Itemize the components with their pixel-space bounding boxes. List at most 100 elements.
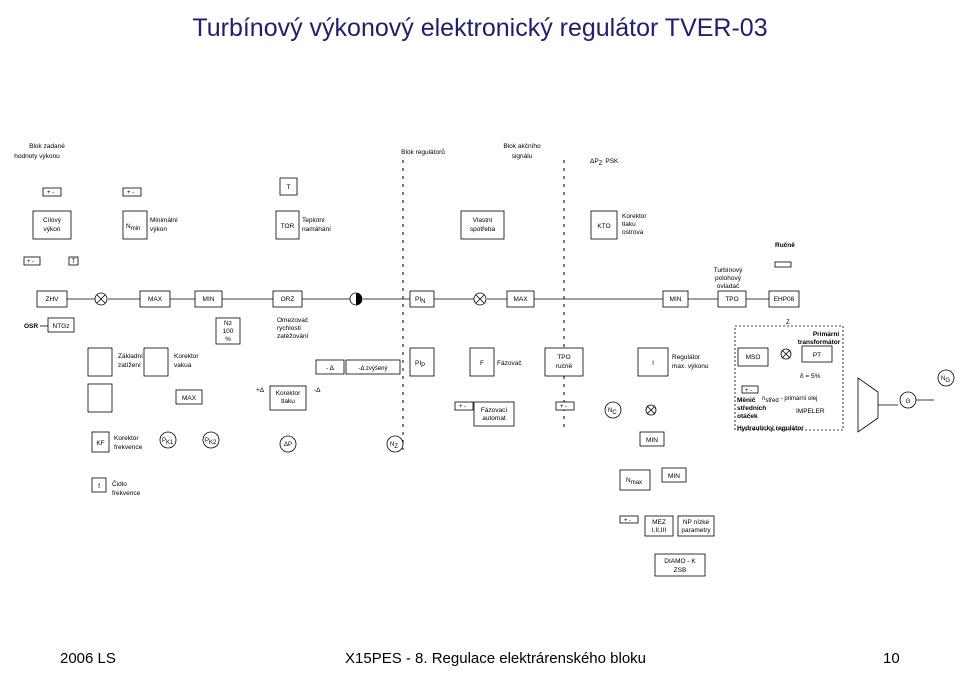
svg-text:Korektor: Korektor	[114, 435, 139, 442]
svg-text:ostrova: ostrova	[622, 229, 644, 236]
frequency-sensor-block	[91, 477, 107, 493]
svg-text:otáček: otáček	[737, 413, 758, 420]
nc-circle	[604, 401, 622, 419]
svg-text:100: 100	[223, 328, 234, 335]
svg-text:ZHV: ZHV	[46, 296, 60, 303]
nmin-block	[122, 210, 148, 240]
ehp08-block	[768, 290, 800, 308]
svg-text:+Δ: +Δ	[256, 387, 265, 394]
svg-text:F: F	[480, 360, 484, 367]
pip-block	[409, 347, 435, 377]
dp-circle	[279, 435, 297, 453]
svg-text:PK1: PK1	[162, 438, 174, 446]
svg-text:MAX: MAX	[148, 296, 163, 303]
svg-text:MIN: MIN	[203, 296, 215, 303]
svg-text:NG: NG	[941, 376, 950, 384]
svg-text:ΔP: ΔP	[284, 442, 292, 448]
svg-text:Čidlo: Čidlo	[112, 479, 127, 488]
svg-text:NTGz: NTGz	[53, 323, 70, 330]
svg-text:+ -: + -	[47, 190, 54, 196]
minus-delta-block	[315, 359, 345, 375]
kto-block	[590, 210, 618, 240]
svg-text:+ -: + -	[127, 190, 134, 196]
tpo-adjust	[555, 401, 575, 411]
svg-text:NC: NC	[608, 408, 617, 416]
svg-text:Fázovací: Fázovací	[481, 407, 508, 414]
tpo-rucne-block	[544, 347, 584, 377]
svg-text:Teplotní: Teplotní	[302, 217, 325, 224]
nmax-block	[619, 469, 651, 491]
svg-text:polohový: polohový	[715, 275, 742, 282]
svg-text:výkon: výkon	[44, 226, 61, 233]
svg-text:T: T	[72, 259, 76, 265]
svg-text:PT: PT	[813, 352, 821, 359]
svg-text:MAX: MAX	[513, 296, 528, 303]
svg-text:rychlosti: rychlosti	[277, 325, 301, 332]
mez-adjust	[619, 515, 639, 524]
svg-text:namáhání: namáhání	[302, 226, 331, 233]
f-block	[469, 347, 495, 377]
korektor-tlaku-block	[269, 385, 307, 411]
svg-text:Hydraulický regulátor: Hydraulický regulátor	[737, 425, 804, 432]
svg-text:MEZ: MEZ	[652, 519, 666, 526]
pin-block	[409, 290, 435, 308]
svg-text:MIN: MIN	[668, 473, 680, 480]
svg-text:PIN: PIN	[415, 296, 426, 305]
svg-text:TPO: TPO	[725, 296, 738, 303]
kf-chart-block	[87, 383, 113, 413]
svg-text:Nmin: Nmin	[126, 223, 140, 232]
svg-text:výkon: výkon	[150, 226, 167, 233]
max-block-1	[139, 290, 171, 308]
header-blok-akcniho-2: signálu	[512, 153, 533, 160]
svg-text:zatěžování: zatěžování	[277, 333, 309, 340]
hydraulic-regulator-box	[734, 325, 844, 431]
page-title: Turbínový výkonový elektronický reguláto…	[192, 14, 768, 42]
header-blok-regulatoru: Blok regulátorů	[401, 148, 445, 156]
svg-text:Omezovač: Omezovač	[277, 317, 309, 324]
svg-text:KTO: KTO	[597, 223, 610, 230]
svg-text:tlaku: tlaku	[281, 398, 295, 405]
svg-text:středních: středních	[737, 405, 766, 412]
svg-text:Cílový: Cílový	[43, 217, 62, 224]
ntgz-block	[47, 317, 75, 333]
np-block	[677, 515, 715, 537]
svg-text:EHP08: EHP08	[774, 296, 795, 303]
svg-text:max. výkonu: max. výkonu	[672, 363, 709, 370]
svg-text:+ -: + -	[624, 518, 631, 524]
mso-block	[737, 347, 769, 367]
svg-text:TPO: TPO	[557, 354, 570, 361]
korektor-vakua-switch	[143, 347, 169, 377]
svg-text:Měnič: Měnič	[737, 397, 756, 404]
osr-label: OSR	[24, 323, 38, 330]
svg-text:nstřed- primární olej: nstřed- primární olej	[762, 396, 817, 404]
svg-text:Nmax: Nmax	[626, 477, 642, 486]
svg-text:-Δ: -Δ	[314, 387, 321, 394]
pk2-circle	[202, 431, 220, 449]
svg-text:Nz: Nz	[224, 320, 232, 327]
svg-text:automat: automat	[482, 415, 506, 422]
svg-text:IMPELER: IMPELER	[796, 408, 825, 415]
zakladni-zatizeni-switch	[87, 347, 113, 377]
svg-text:MSO: MSO	[746, 354, 761, 361]
svg-text:ovladač: ovladač	[717, 283, 740, 290]
setpoint-adjust-1	[42, 187, 62, 197]
svg-text:Základní: Základní	[118, 353, 143, 360]
pk1-circle	[159, 431, 177, 449]
svg-text:NZ: NZ	[390, 442, 398, 450]
svg-text:ZSB: ZSB	[674, 567, 687, 574]
svg-text:I,II,III: I,II,III	[652, 527, 667, 534]
svg-text:Korektor: Korektor	[174, 353, 199, 360]
fazovaci-adjust	[454, 401, 474, 411]
svg-text:Fázovač: Fázovač	[497, 360, 522, 367]
cilovy-vykon-block	[32, 210, 72, 240]
min-block-3	[639, 431, 665, 447]
header-blok-akcniho: Blok akčního	[503, 143, 541, 150]
minus-delta-zvyseny-block	[345, 359, 401, 375]
kf-block	[91, 431, 110, 453]
max-block-2	[506, 290, 535, 308]
svg-text:spotřeba: spotřeba	[470, 226, 496, 233]
min-block-2	[662, 290, 689, 308]
svg-text:TOR: TOR	[281, 223, 295, 230]
